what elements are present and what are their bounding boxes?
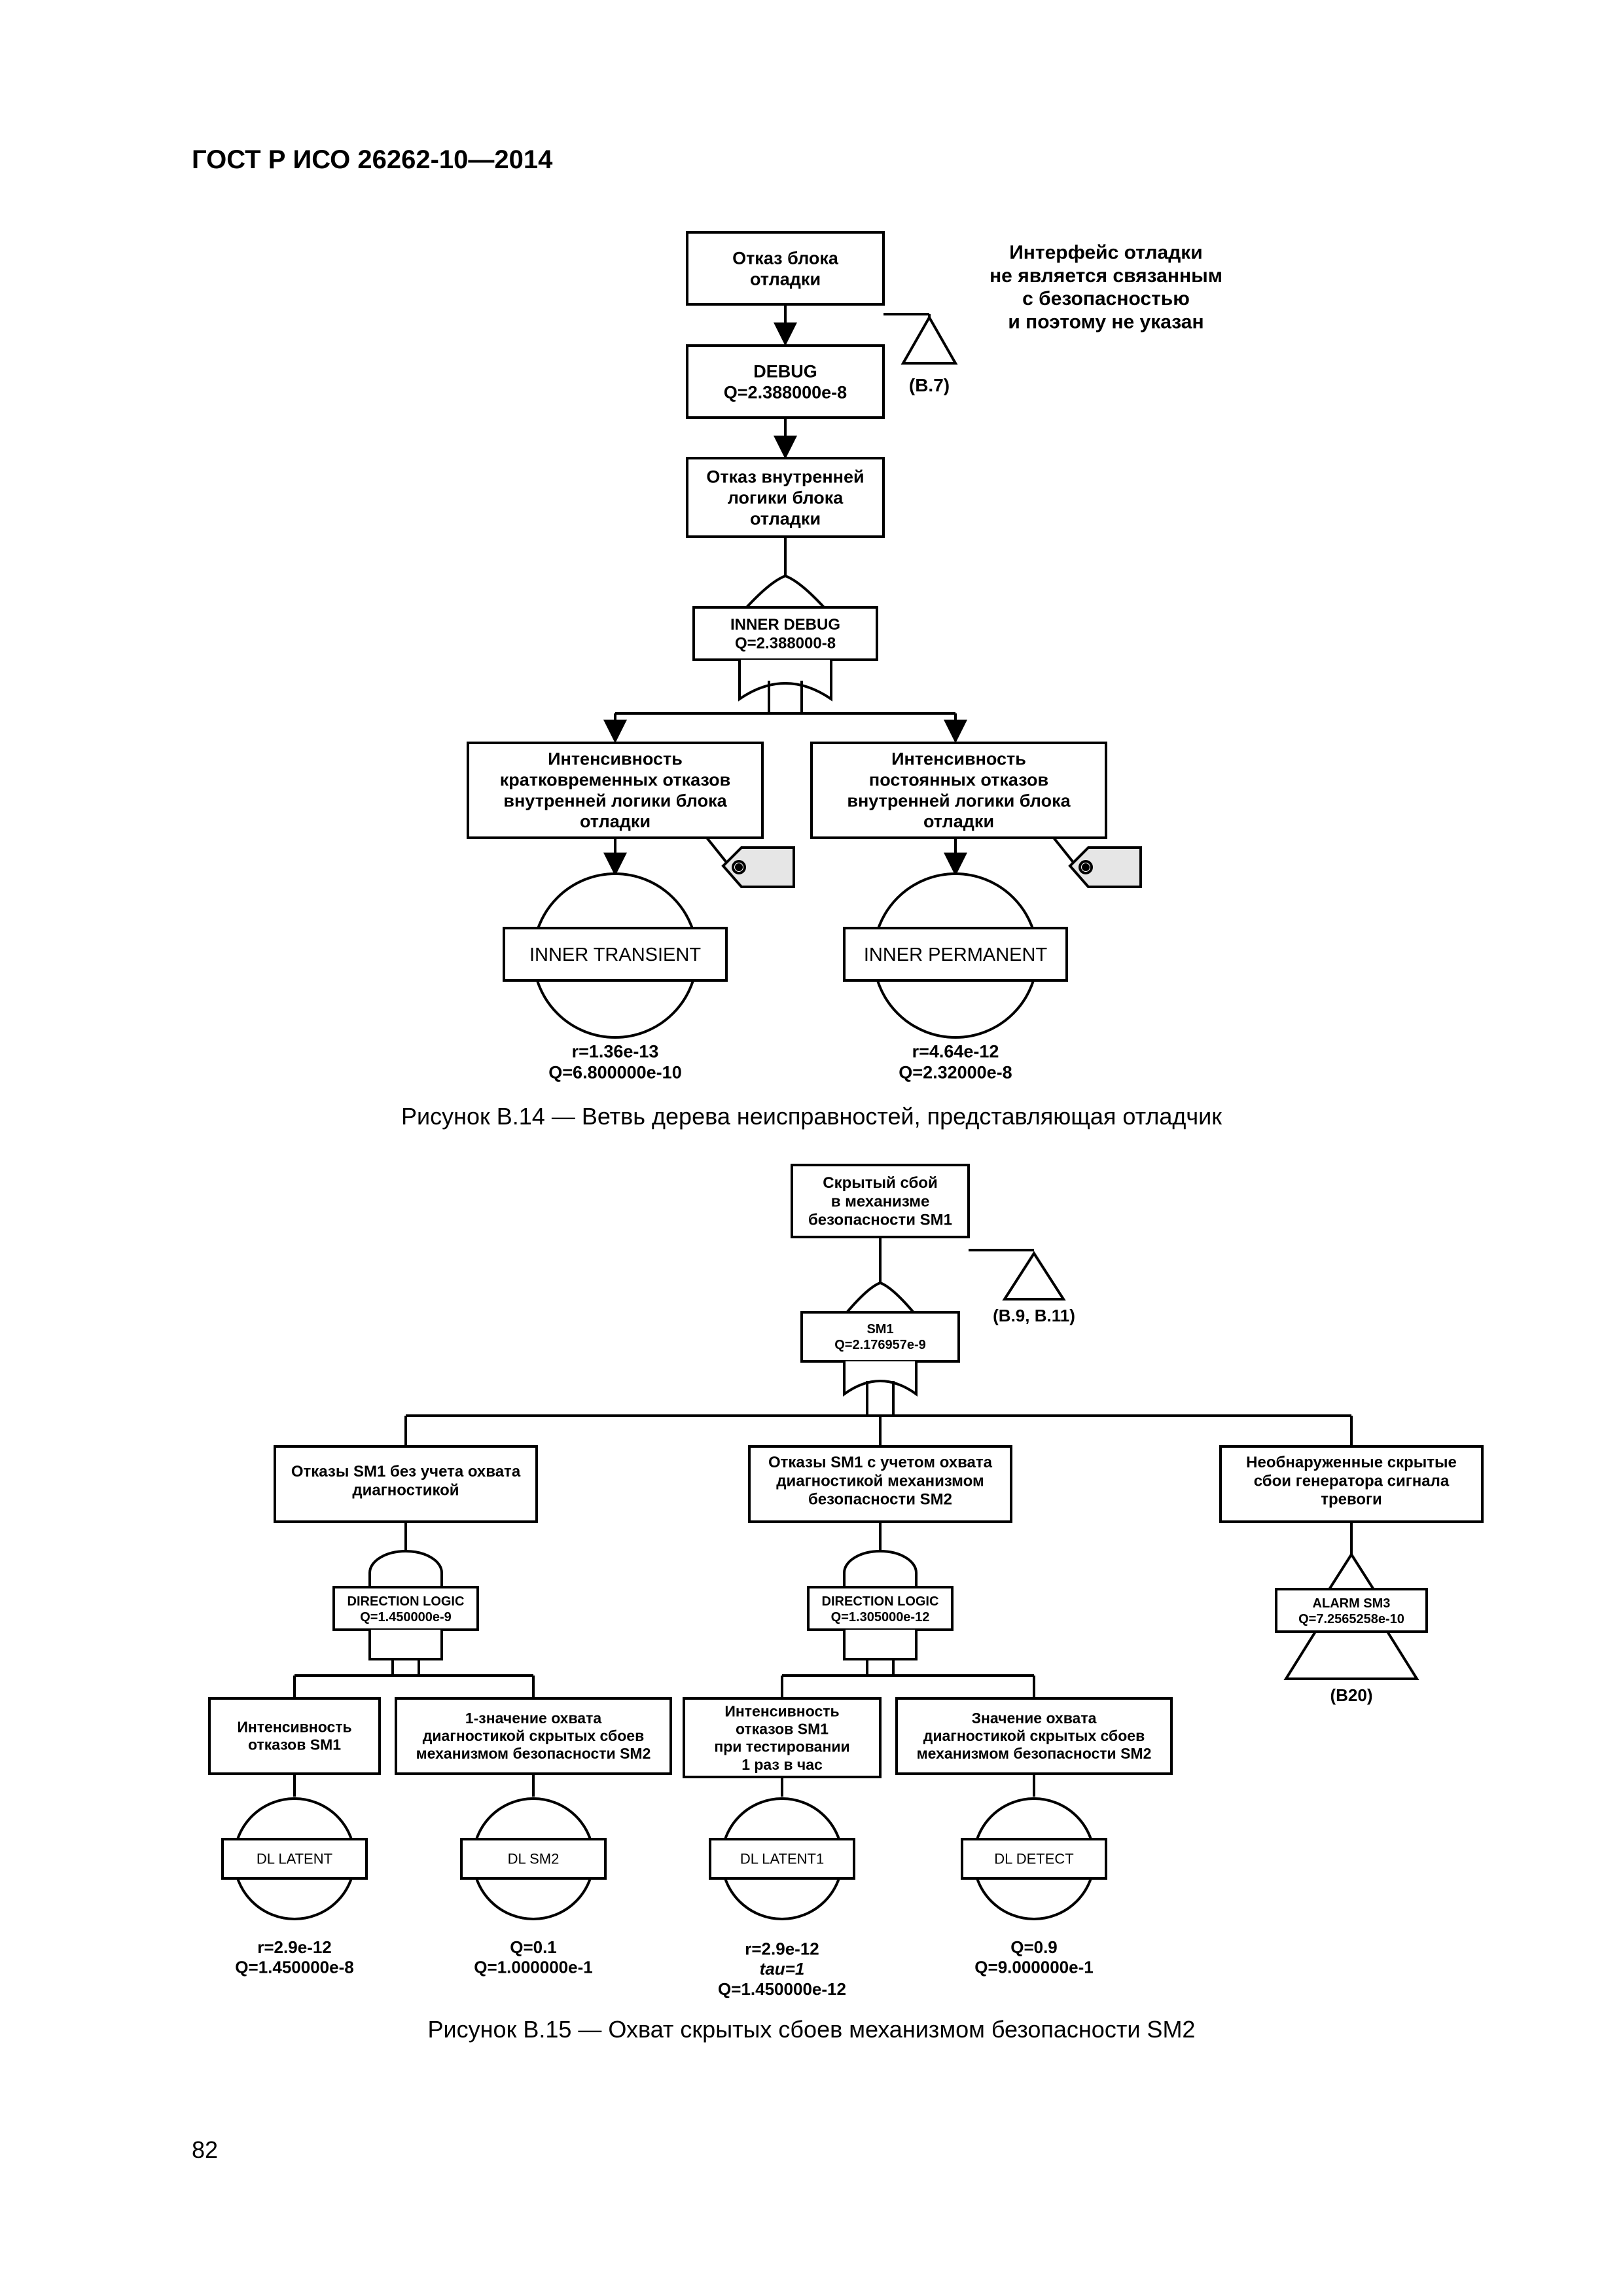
inner-debug-or-gate	[738, 574, 832, 617]
alarm-ref-b20: (B20)	[1330, 1685, 1372, 1705]
inner-permanent-label: INNER PERMANENT	[864, 944, 1048, 965]
leaf-coverage-box	[895, 1697, 1173, 1775]
transient-rate-tag	[721, 846, 795, 888]
inner-transient-label: INNER TRANSIENT	[529, 944, 701, 965]
leaf-rate-sm1-box	[208, 1697, 381, 1775]
debug-gate-box	[686, 344, 885, 419]
direction-logic-gate-box-1	[332, 1586, 479, 1631]
debug-block-failure-box	[686, 231, 885, 306]
dl-sm2-label-box	[460, 1838, 607, 1880]
transfer-triangle-b7	[901, 314, 958, 365]
direction-logic-and-bottom-2	[843, 1630, 918, 1660]
dl-latent-label-box	[221, 1838, 368, 1880]
document-header: ГОСТ Р ИСО 26262-10—2014	[192, 145, 553, 174]
page-number: 82	[192, 2136, 219, 2163]
direction-logic-and-bottom-1	[368, 1630, 443, 1660]
dl-latent1-label: DL LATENT1	[740, 1851, 824, 1867]
inner-debug-gate-box	[692, 606, 878, 661]
transient-rate-tag-dot	[735, 863, 743, 871]
permanent-rate-tag-dot	[1082, 863, 1090, 871]
dl-detect-label: DL DETECT	[994, 1851, 1073, 1867]
sm1-latent-fault-box	[791, 1164, 970, 1238]
branch-without-coverage-box	[274, 1445, 538, 1523]
dl-latent1-label-box	[709, 1838, 855, 1880]
direction-logic-and-gate-2	[843, 1550, 918, 1590]
alarm-sm3-box	[1275, 1588, 1428, 1633]
inner-debug-or-bottom	[738, 660, 832, 702]
alarm-transfer-triangle-bottom	[1283, 1630, 1419, 1680]
permanent-rate-tag	[1068, 846, 1142, 888]
sm1-or-bottom	[843, 1361, 918, 1397]
figure-15-caption: Рисунок В.15 — Охват скрытых сбоев механ…	[427, 2016, 1196, 2043]
transfer-triangle-b9-b11	[1002, 1251, 1066, 1300]
sm1-or-gate	[843, 1281, 918, 1317]
direction-logic-and-gate-1	[368, 1550, 443, 1590]
dl-detect-label-box	[961, 1838, 1107, 1880]
branch-with-coverage-box	[748, 1445, 1012, 1523]
inner-permanent-label-box	[843, 927, 1068, 982]
dl-latent-label: DL LATENT	[257, 1851, 332, 1867]
transient-rate-box	[467, 742, 764, 839]
transfer-ref-b7: (B.7)	[909, 375, 950, 395]
leaf-rate-sm1-test-box	[683, 1697, 882, 1778]
transfer-ref-b9-b11: (B.9, B.11)	[993, 1306, 1075, 1325]
permanent-rate-box	[810, 742, 1107, 839]
leaf-one-minus-coverage-box	[395, 1697, 672, 1775]
dl-sm2-label: DL SM2	[508, 1851, 560, 1867]
figure-14-caption: Рисунок В.14 — Ветвь дерева неисправност…	[401, 1103, 1222, 1130]
sm1-gate-box	[800, 1311, 960, 1363]
inner-transient-label-box	[503, 927, 728, 982]
alarm-transfer-triangle-top	[1326, 1552, 1377, 1592]
